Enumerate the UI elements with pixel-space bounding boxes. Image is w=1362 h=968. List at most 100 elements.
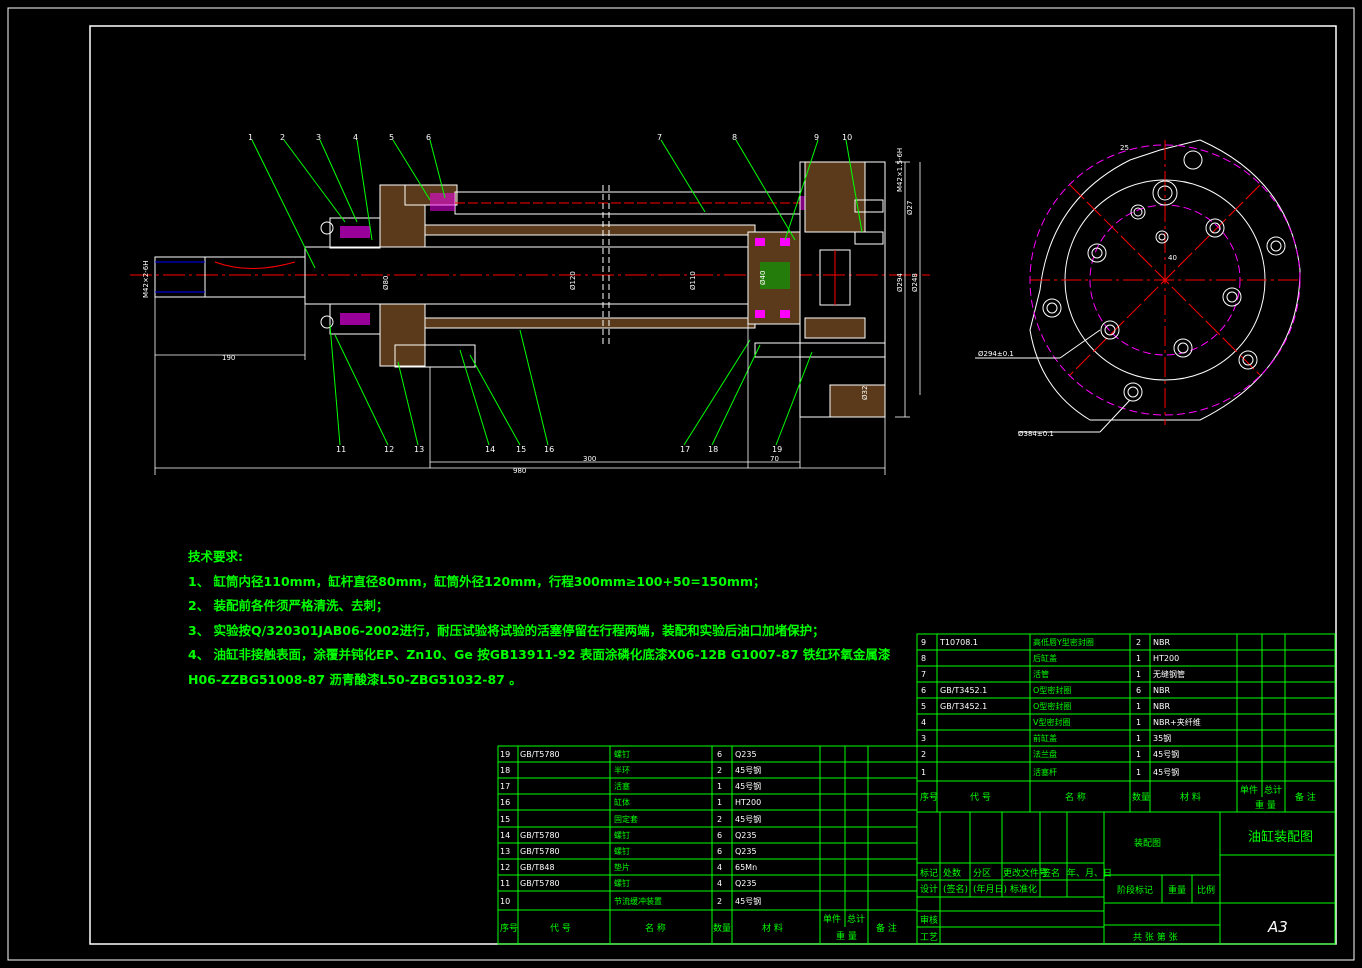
balloon-18: 18 (708, 445, 718, 454)
dim-bore-110: Ø110 (689, 271, 697, 290)
balloon-7: 7 (657, 133, 662, 142)
balloon-9: 9 (814, 133, 819, 142)
bom-right-qty: 1 (1136, 750, 1141, 759)
bom-left-name: 缸体 (614, 797, 630, 807)
bom-right-name: O型密封圈 (1033, 701, 1071, 711)
bom-left-code: GB/T5780 (520, 847, 560, 856)
bom-left-no: 12 (500, 863, 510, 872)
bom-right-mat: 45号钢 (1153, 749, 1179, 759)
label-standard: 标准化 (1010, 883, 1037, 895)
dim-bore-40: Ø40 (759, 271, 767, 285)
balloon-13: 13 (414, 445, 424, 454)
bom-left-name: 节流缓冲装置 (614, 896, 662, 906)
bom-left-code: GB/T5780 (520, 831, 560, 840)
dim-bore-80: Ø80 (382, 276, 390, 290)
bom-right-no: 4 (921, 718, 926, 727)
balloon-6: 6 (426, 133, 431, 142)
dim-384: Ø384±0.1 (1018, 430, 1054, 438)
bom-left-name: 螺钉 (614, 830, 630, 840)
bom-right-no: 8 (921, 654, 926, 663)
bom-right-qty: 1 (1136, 654, 1141, 663)
bom-left-no: 16 (500, 798, 510, 807)
bom-left-header-no: 序号 (500, 922, 518, 934)
balloon-14: 14 (485, 445, 495, 454)
bom-left-qty: 4 (717, 863, 722, 872)
bom-right-header-no: 序号 (920, 791, 938, 803)
dim-bore-120: Ø120 (569, 271, 577, 290)
label-weight: 重量 (1168, 884, 1186, 896)
bom-left-no: 11 (500, 879, 510, 888)
bom-left-header-qty: 数量 (713, 922, 731, 934)
bom-left-header-note: 备 注 (876, 922, 897, 934)
dim-40: 40 (1168, 254, 1177, 262)
bom-left: 19 GB/T5780 螺钉 6 Q235 18 半环 2 45号钢 17 活塞… (500, 749, 897, 942)
bom-left-code: GB/T848 (520, 863, 555, 872)
bom-right-header-total: 总计 (1264, 784, 1282, 796)
bom-right-name: 后缸盖 (1033, 653, 1057, 663)
label-check: 审核 (920, 914, 938, 926)
bom-left-qty: 6 (717, 831, 722, 840)
label-sign-date: (签名) (943, 883, 968, 895)
balloon-12: 12 (384, 445, 394, 454)
technical-requirements: 技术要求: 1、 缸筒内径110mm，缸杆直径80mm，缸筒外径120mm，行程… (188, 545, 890, 692)
bom-left-qty: 2 (717, 897, 722, 906)
bom-right-no: 5 (921, 702, 926, 711)
drawing-name: 油缸装配图 (1248, 829, 1313, 845)
balloon-17: 17 (680, 445, 690, 454)
label-zone: 分区 (973, 868, 991, 879)
dim-side-294: Ø294 (896, 273, 904, 292)
bom-left-header-name: 名 称 (645, 922, 666, 934)
end-view: Ø294±0.1 Ø384±0.1 25 40 (975, 139, 1301, 438)
bom-right-no: 9 (921, 638, 926, 647)
bom-left-no: 17 (500, 782, 510, 791)
bom-left-mat: Q235 (735, 831, 757, 840)
bom-left-no: 19 (500, 750, 510, 759)
title-block: 装配图 油缸装配图 A3 标记 处数 分区 更改文件号 签名 年、月、日 设计 … (920, 829, 1313, 943)
requirement-item: 2、 装配前各件须严格清洗、去刺； (188, 598, 389, 613)
balloon-8: 8 (732, 133, 737, 142)
bom-right-mat: NBR+夹纤维 (1153, 717, 1201, 727)
bom-right-name: 法兰盘 (1033, 749, 1057, 759)
bom-right-header-name: 名 称 (1065, 791, 1086, 803)
balloon-10: 10 (842, 133, 852, 142)
requirement-item: 3、 实验按Q/320301JAB06-2002进行，耐压试验将试验的活塞停留在… (188, 622, 825, 638)
bom-right-mat: HT200 (1153, 654, 1179, 663)
bom-right-qty: 2 (1136, 638, 1141, 647)
bom-right-mat: 无缝钢管 (1153, 669, 1185, 679)
balloon-2: 2 (280, 133, 285, 142)
bom-left-qty: 6 (717, 750, 722, 759)
bom-right-qty: 1 (1136, 670, 1141, 679)
bom-left-name: 垫片 (614, 862, 630, 872)
requirement-item: 4、 油缸非接触表面，涂覆并钝化EP、Zn10、Ge 按GB13911-92 表… (188, 647, 891, 662)
bom-right-mat: NBR (1153, 638, 1170, 647)
bom-left-qty: 1 (717, 798, 722, 807)
bom-left-mat: HT200 (735, 798, 761, 807)
requirements-title: 技术要求: (188, 549, 243, 564)
dim-294: Ø294±0.1 (978, 350, 1014, 358)
bom-left-header-weight: 重 量 (836, 930, 857, 942)
bom-right-name: 活塞杆 (1033, 767, 1057, 777)
bom-left-mat: 45号钢 (735, 765, 761, 775)
dim-side-27: Ø27 (906, 201, 914, 215)
label-year-date: (年月日) (973, 883, 1007, 895)
bom-left-no: 10 (500, 897, 510, 906)
bom-left-mat: 45号钢 (735, 814, 761, 824)
label-change-doc: 更改文件号 (1003, 867, 1048, 879)
bom-right-no: 6 (921, 686, 926, 695)
bom-left-header-unit: 单件 (823, 913, 841, 925)
bom-left-mat: 65Mn (735, 863, 757, 872)
balloon-5: 5 (389, 133, 394, 142)
bom-right-header-weight: 重 量 (1255, 799, 1276, 811)
balloon-4: 4 (353, 133, 358, 142)
sheet-size: A3 (1267, 918, 1288, 936)
bom-left-mat: Q235 (735, 847, 757, 856)
bom-left-mat: 45号钢 (735, 781, 761, 791)
bom-right-code: T10708.1 (939, 638, 978, 647)
label-date: 年、月、日 (1067, 867, 1112, 879)
bom-right-code: GB/T3452.1 (940, 686, 987, 695)
bom-right-header-unit: 单件 (1240, 784, 1258, 796)
dim-980: 980 (513, 467, 526, 475)
bom-right-code: GB/T3452.1 (940, 702, 987, 711)
balloon-19: 19 (772, 445, 782, 454)
